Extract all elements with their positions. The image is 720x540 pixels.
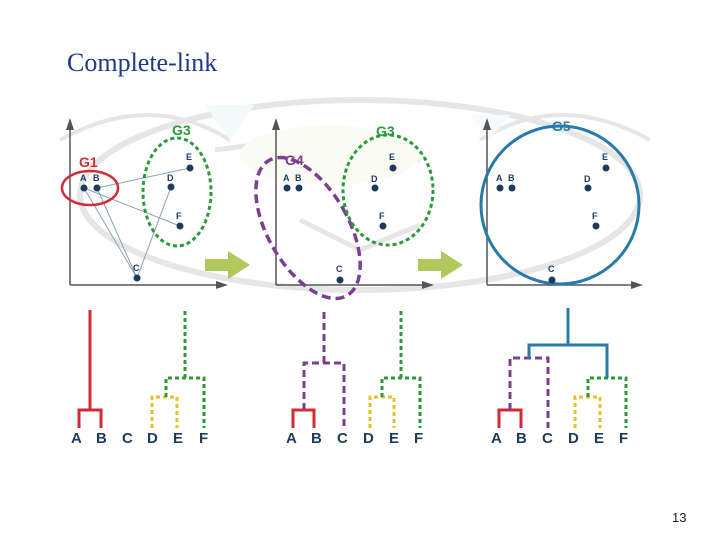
g3-cluster: [141, 136, 213, 248]
merge-ab: [497, 408, 523, 428]
leaf-label-d: D: [147, 430, 158, 447]
g3-cluster: [341, 133, 435, 247]
merge-def: [586, 376, 628, 428]
merge-all: [527, 343, 609, 378]
leaf-label-e: E: [173, 430, 183, 447]
point-e: [186, 164, 194, 172]
point-label-d: D: [167, 173, 174, 183]
point-f: [176, 222, 184, 230]
points: [80, 164, 194, 282]
point-label-a: A: [80, 173, 87, 183]
merge-de: [368, 395, 396, 428]
group-label-g3: G3: [376, 123, 395, 139]
scatter-panel-1: G1 G3 A B C D E F: [60, 118, 228, 289]
point-label-b: B: [93, 173, 100, 183]
point-f: [592, 222, 600, 230]
point-label-f: F: [379, 211, 385, 221]
point-label-e: E: [602, 152, 608, 162]
scatter-panel-2: G4 G3 A B C D E F: [254, 118, 435, 301]
leaf-label-f: F: [619, 430, 628, 447]
points: [496, 164, 610, 284]
merge-de: [573, 395, 602, 428]
points: [283, 164, 397, 284]
page-number: 13: [672, 510, 687, 525]
leaf-label-f: F: [414, 430, 423, 447]
point-label-e: E: [186, 152, 192, 162]
point-c: [336, 276, 344, 284]
leaf-label-d: D: [363, 430, 374, 447]
leaf-label-e: E: [594, 430, 604, 447]
leaf-label-c: C: [337, 430, 348, 447]
leaf-label-a: A: [71, 430, 82, 447]
point-label-c: C: [133, 263, 140, 273]
leaf-label-a: A: [286, 430, 297, 447]
merge-abc: [508, 356, 550, 428]
point-label-f: F: [176, 211, 182, 221]
point-label-a: A: [283, 173, 290, 183]
point-c: [548, 276, 556, 284]
group-label-g1: G1: [79, 154, 98, 170]
group-label-g5: G5: [552, 118, 571, 134]
slide-title: Complete-link: [67, 48, 218, 77]
g5-cluster: [479, 124, 641, 286]
group-label-g4: G4: [285, 152, 304, 168]
point-label-b: B: [295, 173, 302, 183]
point-b: [295, 184, 303, 192]
point-d: [371, 184, 379, 192]
point-label-e: E: [389, 152, 395, 162]
merge-def: [380, 376, 422, 428]
dendrogram-3: [497, 308, 628, 428]
point-a: [80, 184, 88, 192]
point-label-a: A: [496, 173, 503, 183]
point-label-c: C: [548, 264, 555, 274]
point-label-b: B: [508, 173, 515, 183]
dendrogram-1: [77, 310, 206, 428]
leaf-label-a: A: [491, 430, 502, 447]
leaf-label-c: C: [542, 430, 553, 447]
g1-cluster: [60, 169, 120, 207]
point-d: [584, 184, 592, 192]
point-f: [379, 222, 387, 230]
point-e: [389, 164, 397, 172]
point-label-d: D: [371, 174, 378, 184]
dendrogram-1-leaves: A B C D E F: [71, 430, 208, 447]
point-b: [93, 184, 101, 192]
leaf-label-e: E: [389, 430, 399, 447]
link-lines: [83, 167, 191, 279]
leaf-label-b: B: [96, 430, 107, 447]
point-label-d: D: [584, 174, 591, 184]
leaf-label-c: C: [122, 430, 133, 447]
g4-cluster: [254, 155, 362, 301]
dendrogram-2: [291, 308, 422, 428]
point-e: [602, 164, 610, 172]
leaf-label-b: B: [516, 430, 527, 447]
dendrogram-3-leaves: A B C D E F: [491, 430, 628, 447]
scatter-panel-3: G5 A B C D E F: [479, 118, 643, 289]
merge-abc: [302, 361, 346, 428]
point-b: [508, 184, 516, 192]
merge-ab: [291, 408, 316, 428]
merge-de: [150, 395, 179, 428]
point-label-c: C: [336, 264, 343, 274]
point-a: [283, 184, 291, 192]
leaf-label-f: F: [199, 430, 208, 447]
point-c: [133, 274, 141, 282]
point-a: [496, 184, 504, 192]
transition-arrow-2: [418, 251, 463, 279]
dendrogram-2-leaves: A B C D E F: [286, 430, 423, 447]
point-d: [167, 183, 175, 191]
merge-ab: [77, 408, 103, 428]
leaf-label-d: D: [568, 430, 579, 447]
transition-arrow-1: [205, 251, 250, 279]
merge-def: [164, 376, 206, 428]
leaf-label-b: B: [311, 430, 322, 447]
point-label-f: F: [592, 211, 598, 221]
group-label-g3: G3: [172, 122, 191, 138]
